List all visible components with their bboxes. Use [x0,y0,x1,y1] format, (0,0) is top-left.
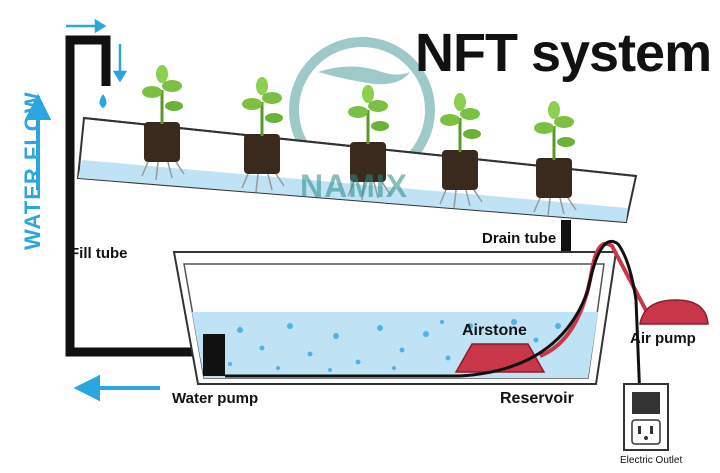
plant-icon [347,85,391,201]
water-pump-label: Water pump [172,390,259,407]
airstone-label: Airstone [462,322,527,339]
fill-tube-label: Fill tube [70,245,128,262]
electric-outlet-icon [623,383,669,451]
water-flow-label: WATER FLOW [20,91,45,250]
plant-icon [533,101,577,217]
air-pump [639,299,709,325]
air-bubbles [228,319,561,372]
fill-tube [65,35,203,357]
flow-arrow-right-icon [66,18,107,34]
plants [141,65,577,217]
drain-tube-label: Drain tube [482,230,557,247]
water-pump [203,334,225,376]
flow-arrow-up-icon [24,93,52,190]
airstone [454,343,546,373]
water-drop-icon [99,94,107,108]
power-cord [459,239,642,401]
electric-outlet-label: Electric Outlet [620,455,683,466]
flow-arrow-down-icon [112,44,128,83]
air-pump-label: Air pump [630,330,696,347]
plant-icon [141,65,185,181]
reservoir-label: Reservoir [500,390,574,407]
diagram-title: NFT system [415,23,712,83]
flow-arrow-left-icon [73,374,160,402]
drain-tube [561,220,571,254]
plant-icon [439,93,483,209]
plant-icon [241,77,285,193]
reservoir-tank [172,251,618,385]
watermark-text: NAMIX [300,168,409,204]
